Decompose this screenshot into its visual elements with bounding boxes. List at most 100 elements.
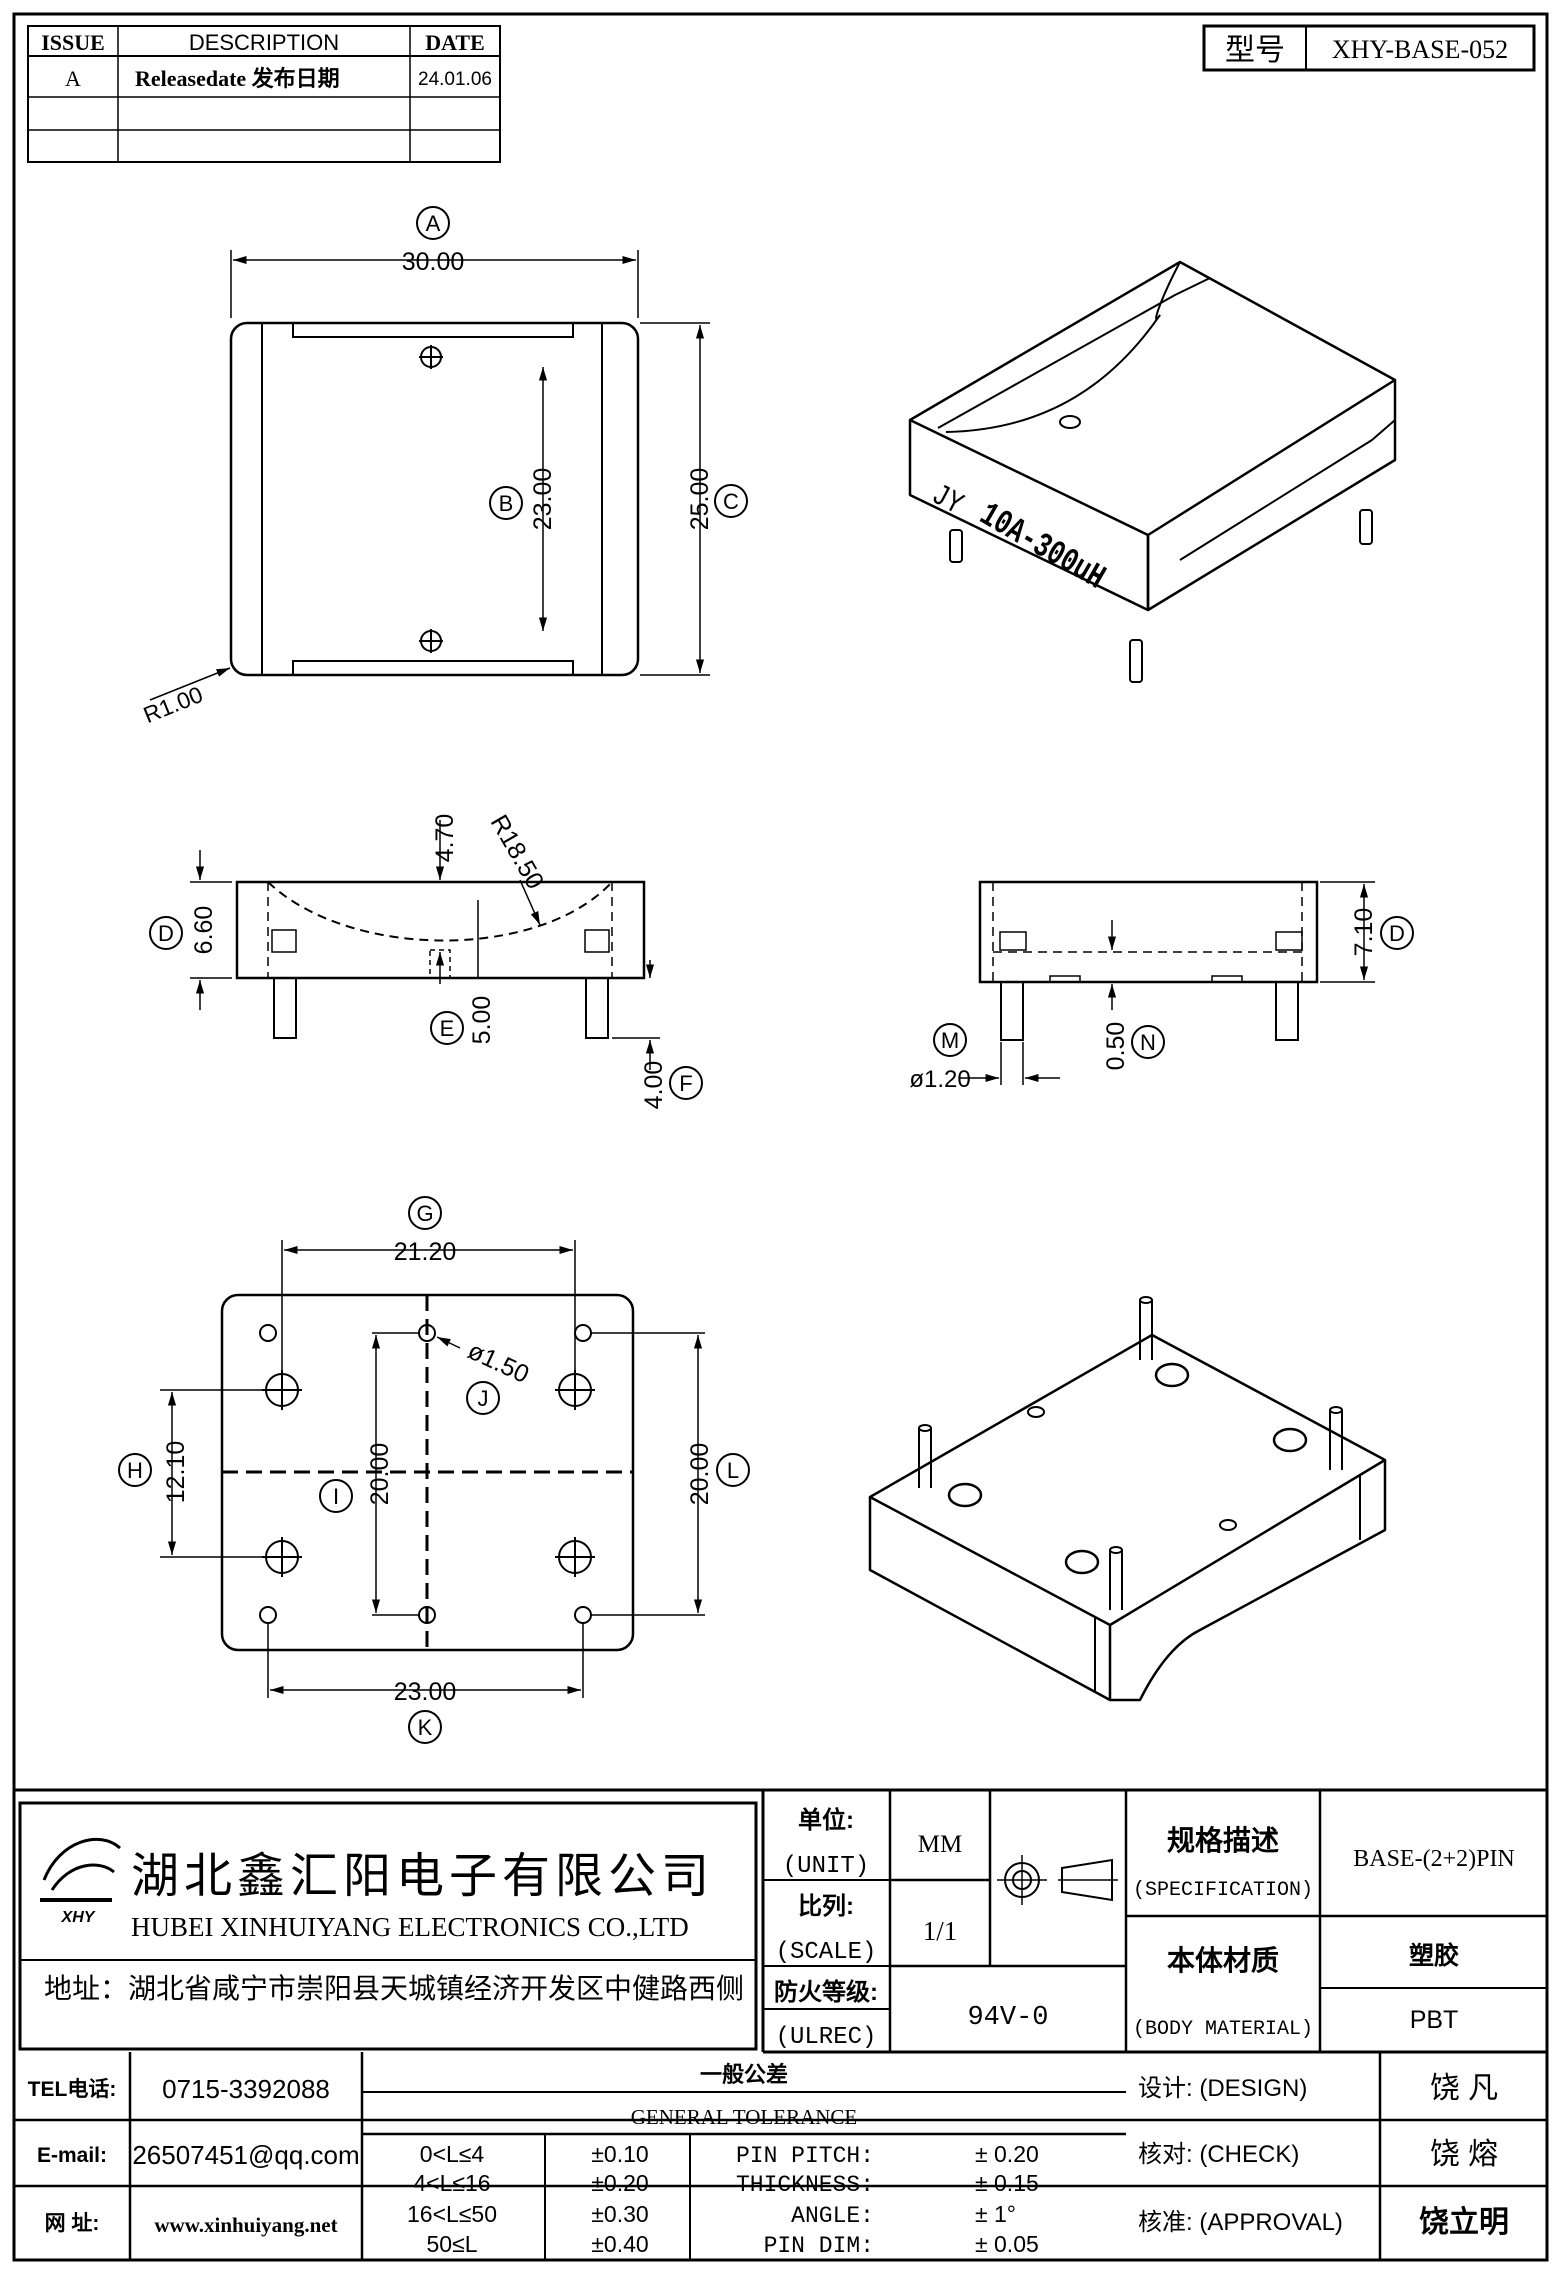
- dim-k: 23.00: [394, 1678, 457, 1706]
- web-value: www.xinhuiyang.net: [154, 2213, 337, 2237]
- tol-range-3: 16<L≤50: [407, 2201, 497, 2227]
- tol-item-1: PIN PITCH:: [736, 2143, 874, 2169]
- dim-n: 0.50: [1102, 1022, 1130, 1071]
- label-g: G: [416, 1201, 433, 1226]
- approval-name: 饶立明: [1419, 2205, 1509, 2239]
- label-j: J: [478, 1386, 489, 1411]
- tel-value: 0715-3392088: [162, 2074, 330, 2104]
- label-c: C: [723, 489, 739, 514]
- label-h: H: [127, 1458, 143, 1483]
- tolerance-title-en: GENERAL TOLERANCE: [631, 2105, 858, 2129]
- tol-value-2: ±0.20: [591, 2170, 648, 2196]
- contact-block: TEL电话: 0715-3392088 E-mail: 26507451@qq.…: [28, 2074, 360, 2237]
- label-k: K: [418, 1715, 433, 1740]
- rev-header-description: DESCRIPTION: [189, 30, 339, 55]
- material-value: PBT: [1410, 2006, 1459, 2034]
- signoff-block: 设计: (DESIGN) 饶 凡 核对: (CHECK) 饶 熔 核准: (AP…: [1138, 2072, 1509, 2239]
- dim-l: 20.00: [686, 1443, 714, 1506]
- tol-value-3: ±0.30: [591, 2201, 648, 2227]
- side-view-labels: 7.10 D M ø1.20 0.50 N: [909, 908, 1414, 1093]
- label-m: M: [941, 1028, 959, 1053]
- label-a: A: [426, 211, 441, 236]
- company-logo-icon: [40, 1838, 122, 1902]
- email-value: 26507451@qq.com: [132, 2140, 359, 2170]
- label-b: B: [499, 491, 514, 516]
- pin-hole-icon: [262, 1370, 595, 1577]
- tol-value-1: ±0.10: [591, 2141, 648, 2167]
- company-logo-text: XHY: [61, 1909, 96, 1926]
- dim-depth: 4.70: [431, 814, 459, 863]
- scale-en: (SCALE): [776, 1939, 877, 1966]
- scale-value: 1/1: [923, 1916, 958, 1946]
- rev-row-date: 24.01.06: [418, 69, 492, 90]
- dim-d-side: 7.10: [1350, 908, 1378, 957]
- rev-row-issue: A: [65, 66, 81, 91]
- tol-item-4: PIN DIM:: [764, 2233, 874, 2259]
- unit-value: MM: [918, 1831, 962, 1858]
- side-view: [960, 880, 1375, 1085]
- label-n: N: [1140, 1030, 1156, 1055]
- tol-item-value-1: ± 0.20: [975, 2141, 1039, 2167]
- company-address: 地址：湖北省咸宁市崇阳县天城镇经济开发区中健路西侧: [44, 1973, 744, 2004]
- tolerance-title-cn: 一般公差: [700, 2062, 788, 2087]
- design-label: 设计: (DESIGN): [1138, 2075, 1307, 2102]
- bottom-view: [160, 1240, 705, 1698]
- web-label: 网 址:: [45, 2212, 100, 2235]
- dim-f: 4.00: [640, 1061, 668, 1110]
- pin-mark-icon: [419, 345, 443, 653]
- material-value-cn: 塑胶: [1409, 1941, 1459, 1970]
- label-d: D: [158, 921, 174, 946]
- dim-d-front: 6.60: [190, 906, 218, 955]
- label-e: E: [440, 1016, 455, 1041]
- dim-e: 5.00: [468, 996, 496, 1045]
- tol-range-1: 0<L≤4: [420, 2141, 485, 2167]
- iso-view-top: [908, 260, 1397, 683]
- part-number-label: 型号: [1225, 34, 1285, 67]
- tol-item-2: THICKNESS:: [736, 2172, 874, 2198]
- part-number-value: XHY-BASE-052: [1332, 35, 1508, 64]
- specs-block: 单位: (UNIT) MM 比列: (SCALE) 1/1 防火等级: (ULR…: [763, 1806, 1515, 2051]
- top-view: [149, 250, 710, 701]
- label-d-side: D: [1389, 921, 1405, 946]
- spec-en: (SPECIFICATION): [1133, 1879, 1313, 1902]
- tol-range-4: 50≤L: [427, 2231, 478, 2257]
- label-i: I: [333, 1484, 339, 1509]
- company-name-en: HUBEI XINHUIYANG ELECTRONICS CO.,LTD: [131, 1912, 689, 1942]
- spec-value: BASE-(2+2)PIN: [1353, 1846, 1515, 1872]
- check-name: 饶 熔: [1430, 2138, 1498, 2171]
- dim-b: 23.00: [529, 468, 557, 531]
- label-f: F: [679, 1071, 692, 1096]
- tolerance-block: 一般公差 GENERAL TOLERANCE 0<L≤4 4<L≤16 16<L…: [407, 2062, 1039, 2259]
- rev-header-date: DATE: [425, 30, 485, 55]
- material-cn: 本体材质: [1167, 1945, 1279, 1976]
- dim-i: 20.00: [366, 1443, 394, 1506]
- bottom-view-labels: G 21.20 ø1.50 J H 12.10 I 20.00 20.00 L …: [118, 1196, 750, 1744]
- sheet-border: [12, 12, 1549, 2262]
- check-label: 核对: (CHECK): [1138, 2141, 1299, 2168]
- label-l: L: [727, 1458, 739, 1483]
- dim-c: 25.00: [686, 468, 714, 531]
- tol-item-value-4: ± 0.05: [975, 2231, 1039, 2257]
- approval-label: 核准: (APPROVAL): [1138, 2209, 1343, 2236]
- part-number-box: 型号 XHY-BASE-052: [1202, 24, 1536, 72]
- tel-label: TEL电话:: [28, 2078, 117, 2101]
- scale-cn: 比列:: [798, 1893, 854, 1920]
- tol-item-value-2: ± 0.15: [975, 2170, 1039, 2196]
- rev-header-issue: ISSUE: [41, 30, 105, 55]
- tol-item-3: ANGLE:: [791, 2203, 874, 2229]
- ulrec-cn: 防火等级:: [774, 1978, 878, 2006]
- iso-marking-line1: JY: [925, 479, 968, 523]
- dim-a: 30.00: [402, 248, 465, 276]
- ulrec-value: 94V-0: [967, 2003, 1048, 2033]
- unit-en: (UNIT): [783, 1853, 869, 1880]
- front-view-labels: D 6.60 4.70 R18.50 E 5.00 4.00 F: [149, 810, 703, 1110]
- material-en: (BODY MATERIAL): [1133, 2018, 1313, 2041]
- unit-cn: 单位:: [798, 1806, 854, 1834]
- company-name-cn: 湖北鑫汇阳电子有限公司: [131, 1850, 714, 1903]
- spec-cn: 规格描述: [1167, 1825, 1279, 1856]
- title-block: [12, 1788, 1547, 2260]
- dim-r: R1.00: [140, 681, 207, 728]
- dim-g: 21.20: [394, 1238, 457, 1266]
- email-label: E-mail:: [37, 2144, 107, 2167]
